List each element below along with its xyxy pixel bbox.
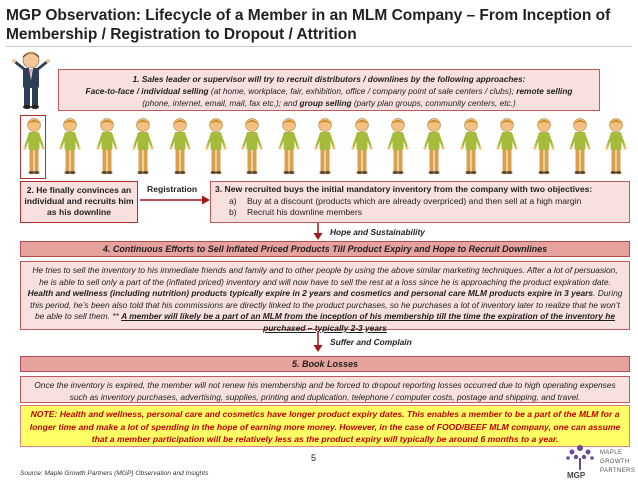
candidate-figure — [423, 118, 445, 175]
item-b-text: Recruit his downline members — [247, 207, 363, 217]
step-4-expiry-highlight: Health and wellness (including nutrition… — [27, 288, 594, 299]
page-number: 5 — [311, 453, 317, 463]
step-4-title: 4. Continuous Efforts to Sell Inflated P… — [102, 244, 548, 254]
candidate-figure — [23, 118, 45, 175]
step-1-line-2: Face-to-face / individual selling (at ho… — [59, 85, 599, 97]
logo-mark: MGP — [567, 471, 586, 480]
suffer-complain-label: Suffer and Complain — [330, 337, 412, 347]
step-4-header: 4. Continuous Efforts to Sell Inflated P… — [20, 241, 630, 257]
candidate-figure — [460, 118, 482, 175]
registration-label: Registration — [147, 184, 198, 194]
tree-icon — [566, 445, 594, 470]
title-line-1: MGP Observation: Lifecycle of a Member i… — [6, 7, 611, 24]
title-rule — [6, 46, 632, 47]
item-a-text: Buy at a discount (products which are al… — [247, 195, 582, 206]
step-5-paragraph: Once the inventory is expired, the membe… — [20, 376, 630, 403]
step-3-item-a: a) Buy at a discount (products which are … — [215, 196, 625, 208]
candidate-figure — [605, 118, 627, 175]
candidate-figure — [278, 118, 300, 175]
note-box: NOTE: Health and wellness, personal care… — [20, 405, 630, 447]
candidate-figure — [532, 118, 555, 175]
step-4-text-1: He tries to sell the inventory to his im… — [32, 265, 618, 287]
candidate-figure — [387, 118, 409, 175]
face-to-face-detail: (at home, workplace, fair, exhibition, o… — [208, 86, 517, 96]
candidate-figure — [350, 118, 373, 175]
candidate-figure — [132, 118, 154, 175]
step-5-title: 5. Book Losses — [291, 359, 359, 369]
logo-line-1: MAPLE — [600, 450, 623, 456]
step-3-heading: 3. New recruited buys the initial mandat… — [215, 184, 593, 194]
remote-selling-detail: (phone, internet, email, mail, fax etc.)… — [142, 98, 300, 108]
step-2-convince-box: 2. He finally convinces an individual an… — [20, 181, 138, 223]
step-1-heading: 1. Sales leader or supervisor will try t… — [132, 74, 526, 84]
down-arrow-suffer — [313, 331, 323, 352]
mgp-logo: MGP MAPLE GROWTH PARTNERS — [560, 440, 636, 484]
registration-arrow — [140, 195, 210, 205]
candidate-figure — [205, 118, 227, 175]
item-a-marker: a) — [229, 195, 237, 206]
candidate-figure — [59, 118, 81, 175]
candidate-figure — [569, 118, 591, 175]
page-title: MGP Observation: Lifecycle of a Member i… — [6, 6, 631, 44]
hope-sustainability-label: Hope and Sustainability — [330, 227, 425, 237]
group-selling-detail: (party plan groups, community centers, e… — [351, 98, 516, 108]
selected-candidate-highlight — [20, 115, 46, 179]
step-4-membership-highlight: A member will likely be a part of an MLM… — [121, 311, 616, 333]
candidate-figure — [96, 118, 118, 175]
title-line-2: Membership / Registration to Dropout / A… — [6, 26, 357, 43]
step-4-paragraph: He tries to sell the inventory to his im… — [20, 261, 630, 333]
step-4-text-2: . During this period, he’s been also tol… — [30, 288, 623, 322]
item-b-marker: b) — [229, 207, 237, 217]
step-1-line-3: (phone, internet, email, mail, fax etc.)… — [59, 97, 599, 109]
down-arrow-hope — [313, 223, 323, 240]
step-5-text: Once the inventory is expired, the membe… — [34, 380, 616, 402]
group-selling-label: group selling — [299, 98, 352, 108]
step-5-header: 5. Book Losses — [20, 356, 630, 372]
candidate-figure — [241, 118, 263, 175]
candidate-figure — [496, 118, 518, 175]
logo-line-2: GROWTH — [600, 459, 630, 465]
face-to-face-label: Face-to-face / individual selling — [85, 86, 209, 96]
candidate-figure — [314, 118, 336, 175]
step-3-inventory-box: 3. New recruited buys the initial mandat… — [210, 181, 630, 223]
step-2-text: 2. He finally convinces an individual an… — [24, 185, 134, 217]
remote-selling-label: remote selling — [516, 86, 573, 96]
logo-line-3: PARTNERS — [600, 468, 636, 474]
sales-leader-figure — [12, 51, 50, 109]
source-note: Source: Maple Growth Partners (MGP) Obse… — [20, 470, 209, 477]
note-text: NOTE: Health and wellness, personal care… — [29, 409, 621, 444]
step-1-recruitment-box: 1. Sales leader or supervisor will try t… — [58, 69, 600, 111]
step-3-item-b: b) Recruit his downline members — [215, 207, 625, 219]
candidate-figure — [168, 118, 191, 175]
